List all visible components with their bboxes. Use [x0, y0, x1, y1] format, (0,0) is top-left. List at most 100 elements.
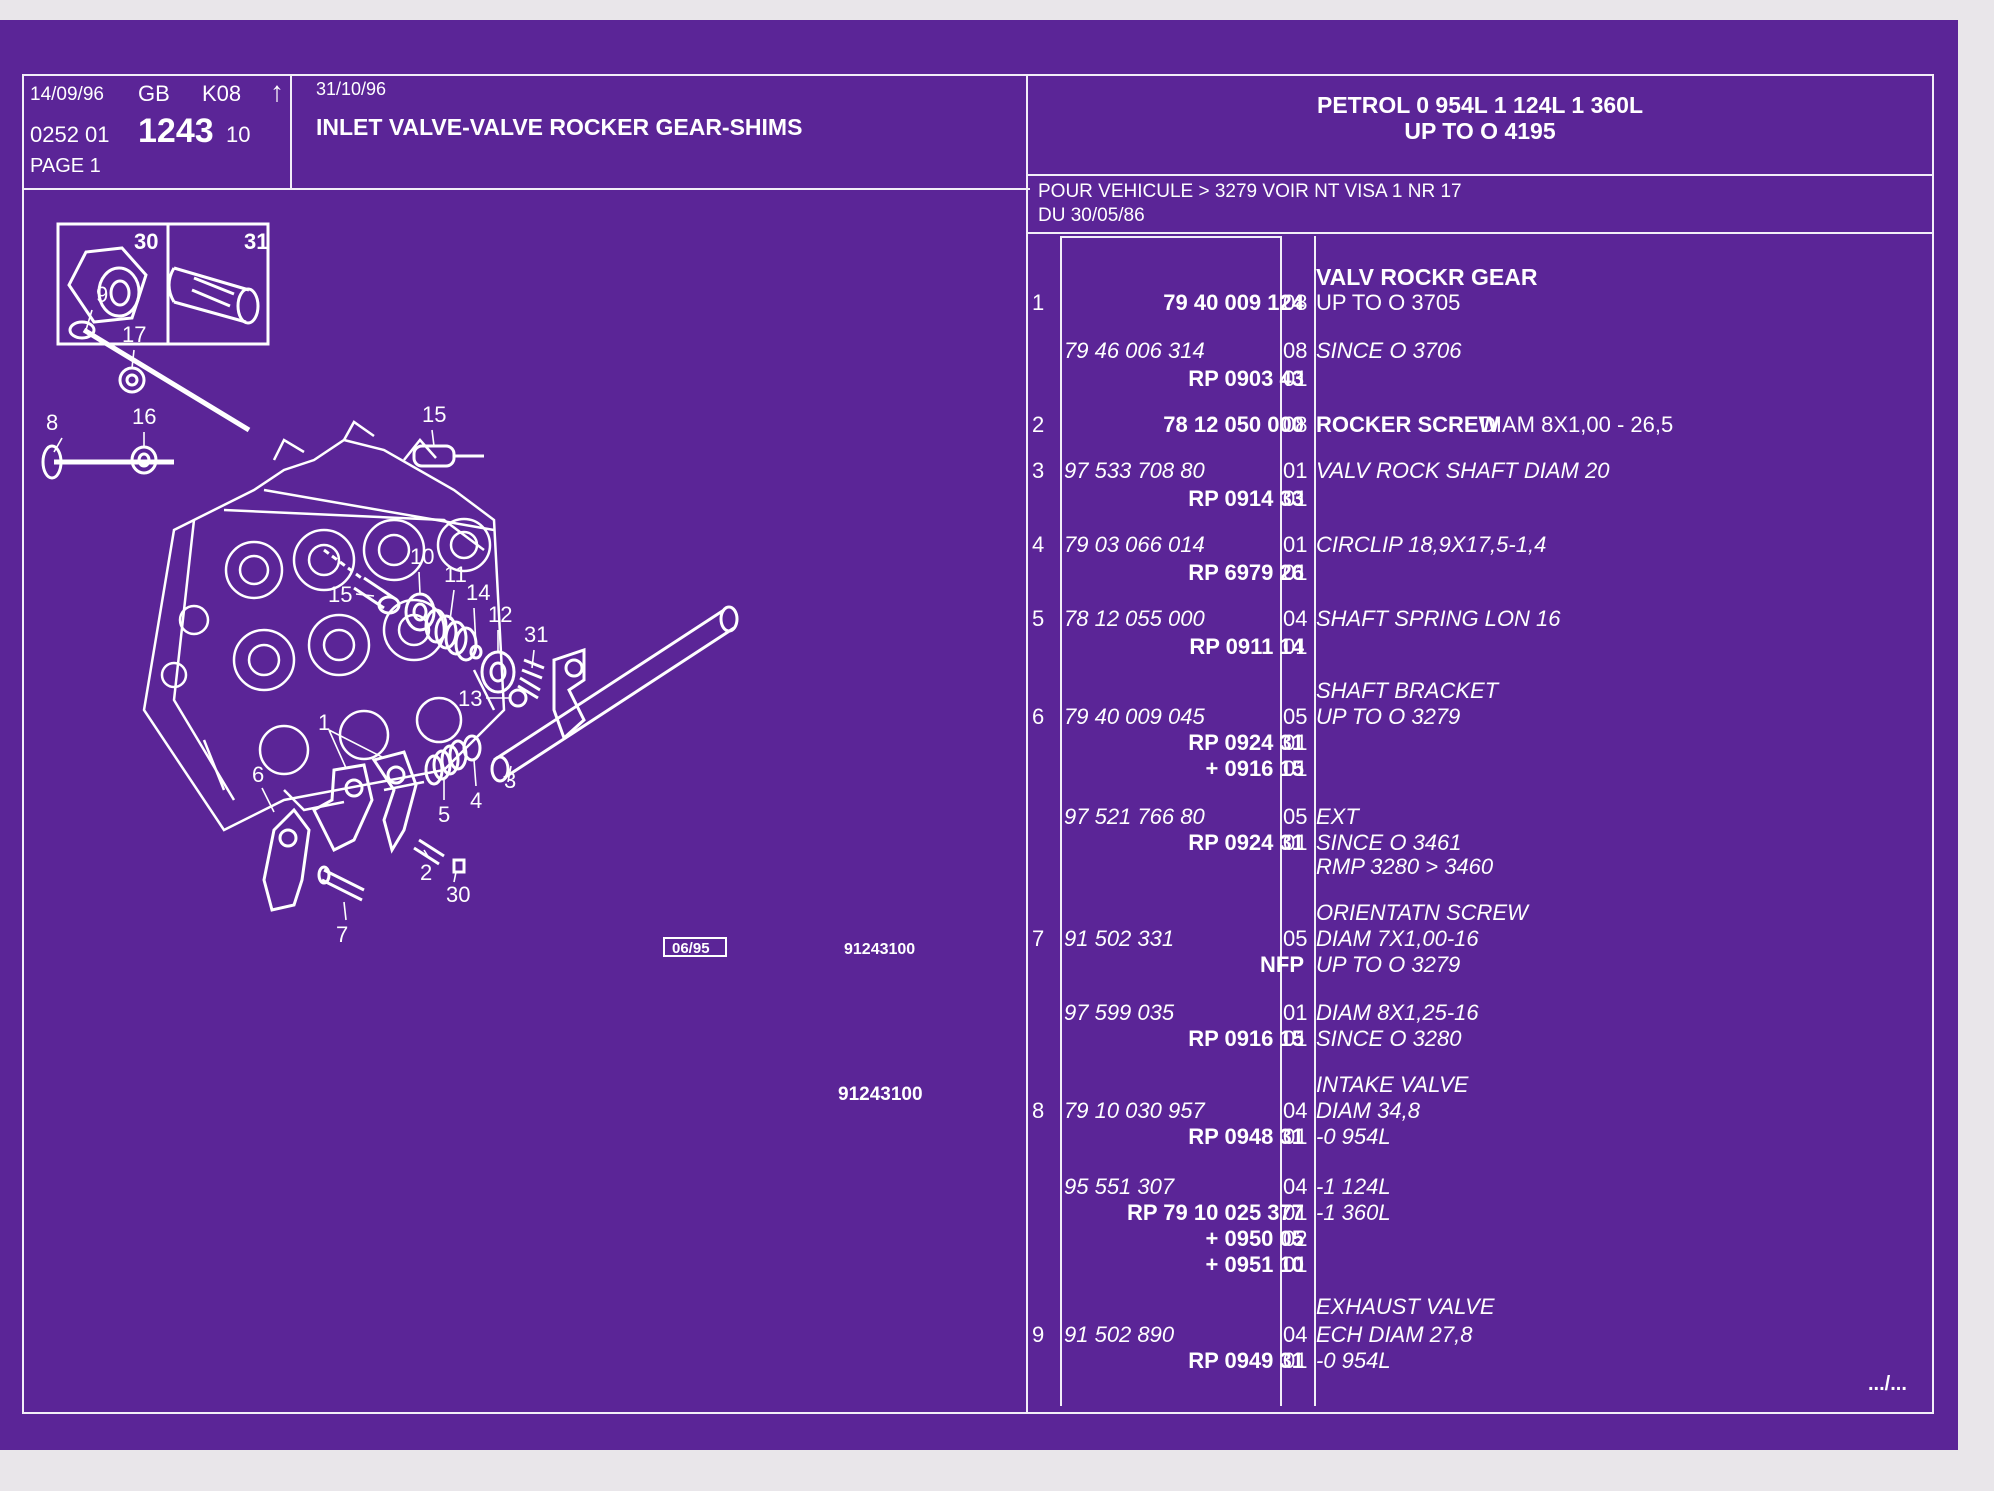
- quantity: 05: [1283, 926, 1308, 951]
- part-number: 91 502 890: [1064, 1322, 1175, 1347]
- part-number: 97 521 766 80: [1064, 804, 1205, 829]
- quantity: 01: [1283, 366, 1308, 391]
- page-title: INLET VALVE-VALVE ROCKER GEAR-SHIMS: [316, 114, 803, 140]
- part-number: 91 502 331: [1064, 926, 1175, 951]
- part-number: RP 0903 43: [1188, 366, 1304, 391]
- tappet-15-lower: [323, 548, 401, 615]
- drawing-code: 91243100: [844, 941, 915, 958]
- description: UP TO O 3279: [1316, 952, 1461, 977]
- engine-line-1: PETROL 0 954L 1 124L 1 360L: [1316, 92, 1644, 118]
- table-row: ORIENTATN SCREW: [1028, 900, 1928, 926]
- part-number: 97 533 708 80: [1064, 458, 1205, 483]
- ref-suffix: 10: [226, 122, 251, 147]
- dowel-31: [517, 658, 545, 700]
- description: SINCE O 3461: [1316, 830, 1462, 855]
- col-line-qty: [1314, 236, 1316, 1406]
- item-number: 9: [1032, 1322, 1045, 1347]
- header-lang: GB: [138, 81, 170, 106]
- quantity: 01: [1283, 634, 1308, 659]
- ref-prefix: 0252 01: [30, 122, 110, 147]
- callout-15a: 15: [422, 402, 446, 427]
- valve-shim-17: [118, 366, 146, 394]
- quantity: 01: [1283, 1348, 1308, 1373]
- part-number: RP 0914 33: [1188, 486, 1304, 511]
- quantity: 01: [1283, 1026, 1308, 1051]
- quantity: 01: [1283, 486, 1308, 511]
- rocker-arm-1a: [312, 763, 374, 853]
- section-heading: VALV ROCKR GEAR: [1316, 264, 1538, 290]
- table-row: INTAKE VALVE: [1028, 1072, 1928, 1098]
- up-arrow-icon: ↑: [270, 76, 284, 107]
- quantity: 01: [1283, 830, 1308, 855]
- quantity: 01: [1283, 560, 1308, 585]
- callout-1: 1: [318, 710, 330, 735]
- table-row: EXHAUST VALVE: [1028, 1294, 1928, 1320]
- pn-col-top: [1060, 236, 1282, 238]
- part-number: 78 12 055 000: [1064, 606, 1205, 631]
- item-number: 1: [1032, 290, 1045, 315]
- quantity: 01: [1283, 1000, 1308, 1025]
- shaft-bracket-6-right: [552, 647, 586, 741]
- callout-4: 4: [470, 788, 482, 813]
- rocker-shaft-3: [490, 605, 739, 783]
- callout-2: 2: [420, 860, 432, 885]
- part-number: 95 551 307: [1064, 1174, 1175, 1199]
- main-vdivider: [1026, 74, 1028, 1414]
- part-number: 79 10 030 957: [1064, 1098, 1205, 1123]
- stamp-date: 06/95: [672, 940, 710, 957]
- footer-code: 91243100: [838, 1084, 923, 1105]
- header-code: K08: [202, 81, 242, 106]
- callout-5: 5: [438, 802, 450, 827]
- nut-icon: [67, 246, 148, 324]
- part-number: RP 0911 14: [1189, 634, 1304, 659]
- quantity: 01: [1283, 1124, 1308, 1149]
- quantity: 01: [1283, 756, 1308, 781]
- part-number: 79 40 009 124: [1163, 290, 1304, 315]
- callout-15b: 15: [328, 582, 352, 607]
- callout-11: 11: [444, 562, 467, 587]
- inlet-valve-9: [68, 320, 251, 433]
- part-number: + 0950 05: [1205, 1226, 1304, 1251]
- callout-14: 14: [466, 580, 490, 605]
- description: -0 954L: [1316, 1124, 1391, 1149]
- table-row: RMP 3280 > 3460: [1028, 854, 1928, 880]
- description: EXT: [1316, 804, 1359, 829]
- exhaust-valve-8: [41, 444, 174, 480]
- callout-6: 6: [252, 762, 264, 787]
- callout-9: 9: [96, 282, 108, 307]
- callouts: 9 17 8 16 15 10 11 14 12 31 15 13 1 6 5 …: [46, 282, 548, 947]
- callout-13: 13: [458, 686, 482, 711]
- description: CIRCLIP 18,9X17,5-1,4: [1316, 532, 1547, 557]
- leader-lines: [53, 309, 535, 921]
- part-number: RP 0949 31: [1188, 1348, 1304, 1373]
- shaft-spring-5: [424, 739, 468, 786]
- parts-sheet: 14/09/96 GB K08 ↑ 0252 01 1243 10 PAGE 1…: [0, 20, 1958, 1450]
- part-number: RP 0948 31: [1188, 1124, 1304, 1149]
- header-date2: 31/10/96: [316, 79, 387, 99]
- callout-10: 10: [410, 544, 434, 569]
- header-divider: [22, 188, 1030, 190]
- item-number: 8: [1032, 1098, 1045, 1123]
- quantity: 04: [1283, 1174, 1308, 1199]
- item-number: 2: [1032, 412, 1045, 437]
- part-number: 78 12 050 000: [1163, 412, 1304, 437]
- callout-16: 16: [132, 404, 156, 429]
- item-number: 3: [1032, 458, 1045, 483]
- description: UP TO O 3279: [1316, 704, 1461, 729]
